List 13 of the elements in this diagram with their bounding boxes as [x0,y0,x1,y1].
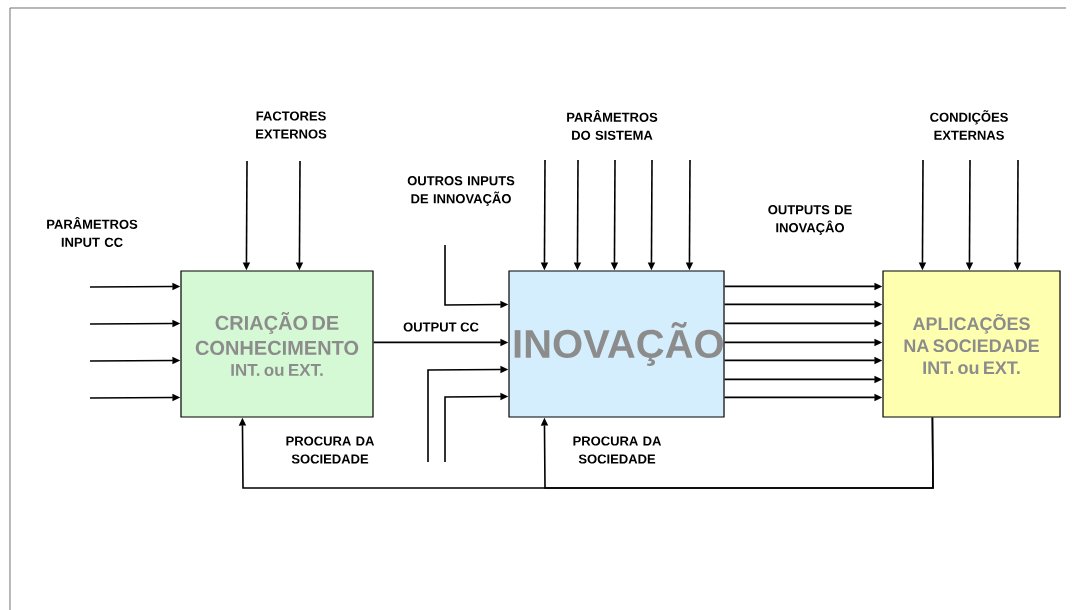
annotation-text: CONDIÇÕES EXTERNAS [930,110,1008,140]
process-box: INOVAÇÃO [508,270,725,418]
annotation-text: PARÂMETROS INPUT CC [47,217,138,247]
arrow [540,416,934,489]
process-box: APLICAÇÕES NA SOCIEDADE INT. ou EXT. [882,270,1061,418]
annotation-text: FACTORES EXTERNOS [256,111,327,139]
annotation-text: PROCURA DA SOCIEDADE [573,436,662,464]
annotation-text: PARÂMETROS DO SISTEMA [567,110,658,140]
annotation-text: OUTROS INPUTS DE INNOVAÇÃO [407,176,515,206]
process-box: CRIAÇÃO DE CONHECIMENTO INT. ou EXT. [180,270,374,418]
edge-label: OUTPUT CC [402,321,480,333]
annotation-text: OUTPUTS DE INOVAÇÂO [768,205,852,235]
annotation-text: PROCURA DA SOCIEDADE [286,436,375,464]
